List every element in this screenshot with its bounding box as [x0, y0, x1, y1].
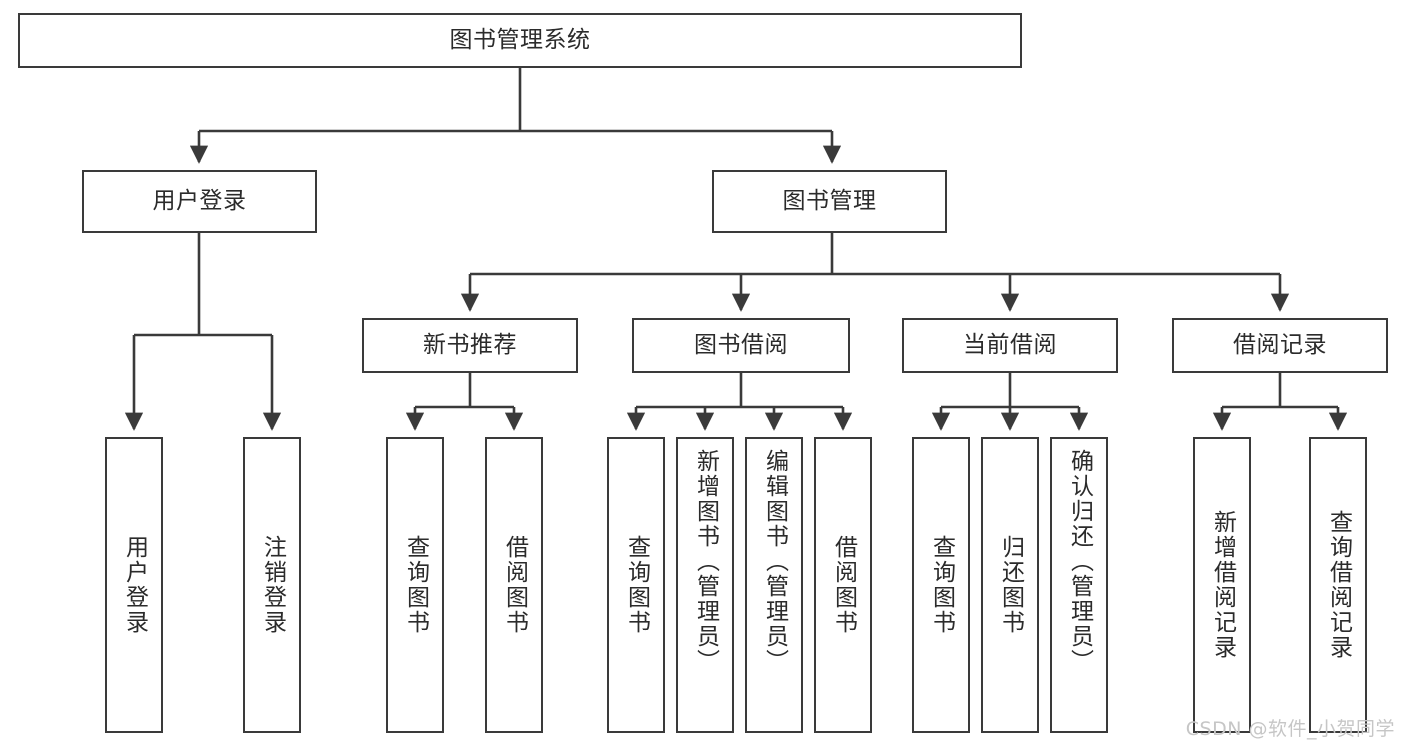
leaf-book-borrow-add[interactable]: 新增图书（管理员） [676, 437, 734, 733]
leaf-user-login-login[interactable]: 用户登录 [105, 437, 163, 733]
node-label: 用户登录 [121, 535, 148, 635]
node-label: 归还图书 [997, 535, 1024, 635]
leaf-current-borrow-confirm[interactable]: 确认归还（管理员） [1050, 437, 1108, 733]
node-label: 新书推荐 [423, 331, 517, 358]
node-label: 借阅图书 [830, 535, 857, 635]
node-user-login[interactable]: 用户登录 [82, 170, 317, 233]
leaf-user-login-logout[interactable]: 注销登录 [243, 437, 301, 733]
node-label: 借阅记录 [1233, 331, 1327, 358]
node-label: 编辑图书（管理员） [761, 449, 788, 674]
node-book-manage[interactable]: 图书管理 [712, 170, 947, 233]
leaf-book-borrow-query[interactable]: 查询图书 [607, 437, 665, 733]
node-label: 借阅图书 [501, 535, 528, 635]
node-label: 图书管理系统 [449, 26, 591, 53]
leaf-borrow-record-query[interactable]: 查询借阅记录 [1309, 437, 1367, 733]
node-label: 用户登录 [152, 187, 247, 214]
node-label: 查询图书 [623, 535, 650, 635]
node-label: 图书管理 [782, 187, 877, 214]
node-root-system[interactable]: 图书管理系统 [18, 13, 1022, 68]
node-label: 新增借阅记录 [1209, 510, 1236, 660]
node-label: 确认归还（管理员） [1066, 449, 1093, 674]
node-book-borrow[interactable]: 图书借阅 [632, 318, 850, 373]
leaf-book-borrow-borrow[interactable]: 借阅图书 [814, 437, 872, 733]
leaf-new-book-query[interactable]: 查询图书 [386, 437, 444, 733]
node-label: 注销登录 [259, 535, 286, 635]
node-current-borrow[interactable]: 当前借阅 [902, 318, 1118, 373]
leaf-current-borrow-query[interactable]: 查询图书 [912, 437, 970, 733]
leaf-new-book-borrow[interactable]: 借阅图书 [485, 437, 543, 733]
node-label: 当前借阅 [963, 331, 1057, 358]
node-borrow-record[interactable]: 借阅记录 [1172, 318, 1388, 373]
node-label: 查询图书 [928, 535, 955, 635]
node-label: 图书借阅 [694, 331, 788, 358]
node-new-book-recommend[interactable]: 新书推荐 [362, 318, 578, 373]
leaf-book-borrow-edit[interactable]: 编辑图书（管理员） [745, 437, 803, 733]
node-label: 查询图书 [402, 535, 429, 635]
leaf-borrow-record-add[interactable]: 新增借阅记录 [1193, 437, 1251, 733]
node-label: 新增图书（管理员） [692, 449, 719, 674]
node-label: 查询借阅记录 [1325, 510, 1352, 660]
leaf-current-borrow-return[interactable]: 归还图书 [981, 437, 1039, 733]
